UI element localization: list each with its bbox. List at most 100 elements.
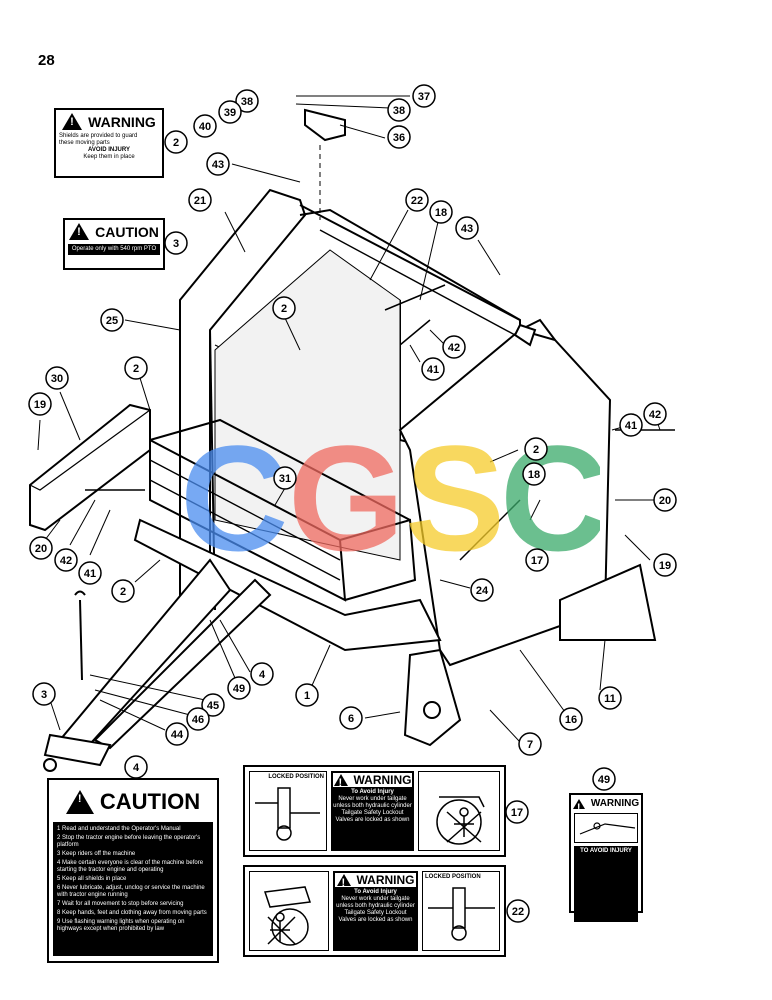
warning-decal-shields: WARNING Shields are provided to guard th… [54,108,164,178]
caution-item: 6 Never lubricate, adjust, unclog or ser… [57,885,205,898]
callout-label: 22 [512,906,524,918]
callout-circle [124,755,148,779]
callout-circle [455,216,479,240]
callout-4: 4 [124,755,148,779]
callout-2: 2 [524,437,548,461]
warning-decal-line3: Keep them in place [83,154,135,160]
warning-decal-49: WARNING TO AVOID INJURY [569,793,643,922]
callout-circle [32,682,56,706]
callout-49: 49 [592,767,616,791]
warning-22-text: Never work under tailgate unless both hy… [336,896,415,923]
callout-22: 22 [405,188,429,212]
callout-20: 20 [29,536,53,560]
callout-label: 2 [533,444,539,456]
locked-valve-illustration: LOCKED POSITION [422,871,500,951]
callout-circle [164,130,188,154]
warning-decal-tailgate-22: WARNING To Avoid Injury Never work under… [243,865,506,957]
caution-item: 7 Wait for all movement to stop before s… [57,901,184,907]
callout-17: 17 [525,548,549,572]
callout-circle [54,548,78,572]
callout-label: 3 [41,689,47,701]
callout-circle [164,231,188,255]
caution-decal-heading: CAUTION [95,223,159,240]
callout-circle [387,125,411,149]
callout-19: 19 [653,553,677,577]
callout-38: 38 [387,98,411,122]
callout-circle [218,100,242,124]
callout-circle [518,732,542,756]
watermark-letter-c2: C [500,430,600,570]
callout-4: 4 [250,662,274,686]
callout-36: 36 [387,125,411,149]
warning-decal-line2: these moving parts [59,140,110,146]
callout-31: 31 [273,466,297,490]
callout-label: 18 [528,469,540,481]
watermark-letter-s: S [405,430,505,570]
caution-item: 8 Keep hands, feet and clothing away fro… [57,910,207,916]
caution-item: 9 Use flashing warning lights when opera… [57,919,185,932]
callout-3: 3 [32,682,56,706]
callout-label: 31 [279,473,291,485]
person-crush-icon [579,822,636,835]
callout-19: 19 [28,392,52,416]
callout-circle [442,335,466,359]
callout-circle [421,357,445,381]
caution-list: 1 Read and understand the Operator's Man… [53,822,213,956]
callout-label: 17 [511,807,523,819]
callout-label: 42 [60,555,72,567]
caution-decal-line1: Operate only with 540 rpm PTO [68,244,160,255]
caution-item: 5 Keep all shields in place [57,876,127,882]
callout-37: 37 [412,84,436,108]
callout-18: 18 [522,462,546,486]
callout-circle [653,553,677,577]
page-number: 28 [38,52,55,69]
callout-circle [295,683,319,707]
callout-circle [273,466,297,490]
callout-label: 21 [194,195,206,207]
callout-41: 41 [78,561,102,585]
locked-position-label: LOCKED POSITION [425,874,481,880]
locked-position-label: LOCKED POSITION [268,774,324,780]
callout-circle [165,722,189,746]
callout-label: 19 [34,399,46,411]
callout-16: 16 [559,707,583,731]
callout-label: 49 [233,683,245,695]
callout-label: 40 [199,121,211,133]
warning-triangle-icon [336,874,351,889]
callout-label: 43 [212,159,224,171]
callout-circle [506,899,530,923]
callout-label: 24 [476,585,489,597]
callout-circle [592,767,616,791]
callout-label: 45 [207,700,219,712]
callout-circle [429,200,453,224]
callout-42: 42 [643,402,667,426]
callout-label: 49 [598,774,610,786]
callout-circle [524,437,548,461]
callout-43: 43 [206,152,230,176]
callout-circle [28,392,52,416]
callout-17: 17 [505,800,529,824]
callout-circle [227,676,251,700]
callout-6: 6 [339,706,363,730]
callout-40: 40 [193,114,217,138]
callout-label: 4 [259,669,266,681]
person-under-tailgate-illustration [249,871,329,951]
callout-circle [100,308,124,332]
callout-circle [559,707,583,731]
callout-label: 16 [565,714,577,726]
callout-label: 2 [133,363,139,375]
callout-circle [124,356,148,380]
warning-17-heading: WARNING [353,773,412,787]
callout-41: 41 [421,357,445,381]
warning-17-avoid: To Avoid Injury [351,789,394,795]
warning-triangle-icon [62,113,83,130]
callout-label: 2 [281,303,287,315]
callout-circle [193,114,217,138]
callout-2: 2 [272,296,296,320]
callout-11: 11 [598,686,622,710]
caution-item: 4 Make certain everyone is clear of the … [57,860,204,873]
warning-17-text: Never work under tailgate unless both hy… [333,796,412,823]
callout-circle [45,366,69,390]
